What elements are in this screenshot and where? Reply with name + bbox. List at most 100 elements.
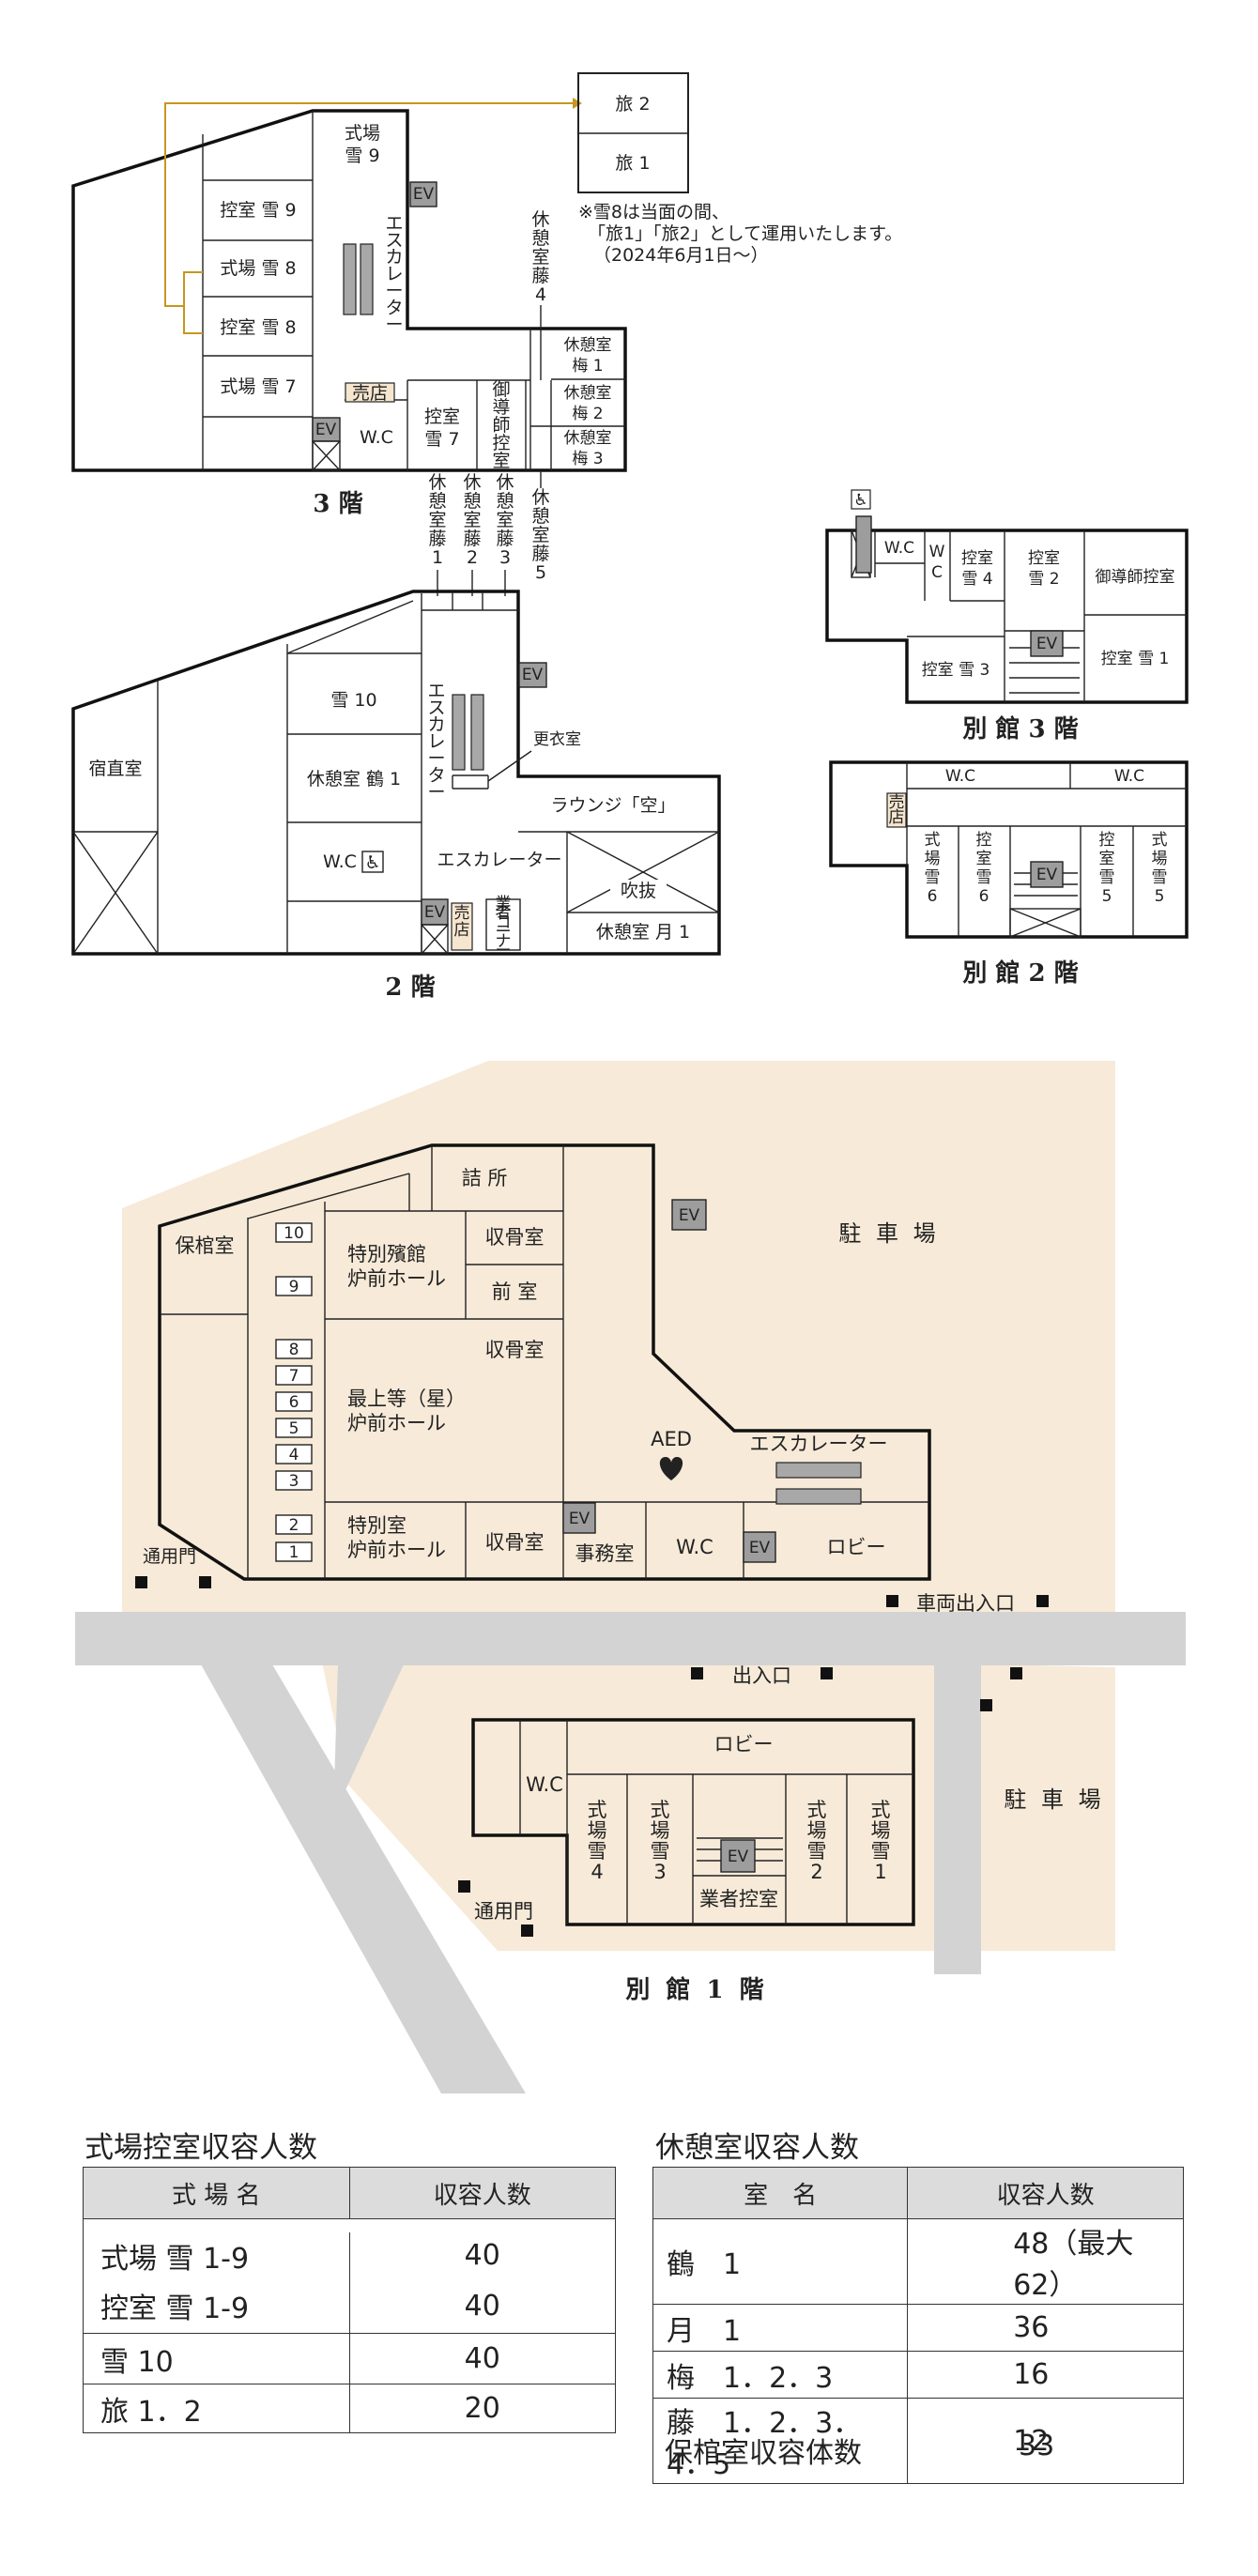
room-hikae1: 控室 雪 1 — [1101, 650, 1170, 668]
table-cell: 40 — [348, 2278, 616, 2334]
escalator-label: エスカレーター — [385, 213, 403, 335]
room-saijoto: 最上等（星）炉前ホール — [347, 1388, 466, 1434]
caption-annex2: 別 館 2 階 — [962, 958, 1078, 988]
room-shikijo9: 式場雪 9 — [345, 123, 380, 166]
ev-label: EV — [728, 1848, 749, 1866]
room-shukotsu-a: 収骨室 — [485, 1226, 545, 1249]
furnace-number: 6 — [289, 1393, 299, 1412]
furnace-box — [275, 1276, 313, 1296]
room-shukotsu-c: 収骨室 — [485, 1531, 545, 1554]
table-kyukei-title: 休憩室収容人数 — [655, 2131, 859, 2165]
room-lounge: ラウンジ「空」 — [550, 795, 675, 816]
ev-label: EV — [424, 903, 446, 922]
room-shikijo8: 式場 雪 8 — [220, 258, 296, 279]
hokan-capacity-label: 保棺室収容体数 — [665, 2437, 862, 2470]
furnace-box — [275, 1339, 313, 1359]
room-hikae8: 控室 雪 8 — [220, 317, 296, 338]
table-cell: 藤 1．2．3．4．5 — [652, 2398, 909, 2484]
floor-map-svg: EV EV 売店 式場雪 9 控室 雪 9 式場 雪 8 控室 雪 8 式場 雪… — [71, 72, 1189, 2093]
room-tsuru1: 休憩室 鶴 1 — [307, 769, 401, 790]
escalator-label: エスカレーター — [437, 850, 561, 870]
room-ume3: 休憩室梅 3 — [564, 429, 612, 468]
escalator-label: エスカレーター — [427, 681, 445, 803]
note-line-1: ※雪8は当面の間、 — [578, 202, 729, 222]
vehicle-entrance-label: 車両出入口 — [916, 1592, 1015, 1615]
furnace-number: 2 — [289, 1516, 299, 1535]
furnace-box — [275, 1444, 313, 1464]
wc-label: W.C — [884, 539, 914, 558]
room-tsumesho: 詰 所 — [462, 1167, 508, 1189]
table-cell: 控室 雪 1-9 — [83, 2278, 350, 2334]
room-zenshitsu: 前 室 — [492, 1280, 538, 1303]
room-koui: 更衣室 — [533, 730, 581, 749]
escalator-label: エスカレーター — [750, 1433, 888, 1455]
shop-label: 売店 — [454, 904, 470, 940]
table-cell: 36 — [907, 2304, 1184, 2352]
wc-label: W.C — [360, 427, 393, 448]
table-cell: 40 — [348, 2231, 616, 2279]
room-shukuchoku: 宿直室 — [88, 759, 142, 779]
room-hikae7: 控室雪 7 — [424, 406, 460, 450]
room-shukotsu-b: 収骨室 — [485, 1339, 545, 1361]
gate-label-annex1: 通用門 — [474, 1900, 533, 1923]
table-cell: 20 — [348, 2384, 616, 2433]
furnace-number: 9 — [289, 1278, 299, 1296]
wheelchair-icon: ♿ — [853, 491, 867, 510]
ev-label: EV — [1036, 866, 1058, 884]
table-cell: 48（最大62） — [907, 2218, 1184, 2305]
furnace-box — [275, 1222, 313, 1243]
furnace-number: 4 — [289, 1446, 299, 1464]
ev-label: EV — [679, 1206, 700, 1225]
ev-label: EV — [1036, 635, 1058, 653]
furnace-number: 7 — [289, 1367, 299, 1386]
room-jimusho: 事務室 — [575, 1542, 635, 1565]
parking-label-right: 駐 車 場 — [1004, 1786, 1104, 1813]
wc-label: W.C — [323, 851, 357, 872]
ev-label: EV — [522, 666, 544, 684]
caption-floor3: 3 階 — [313, 490, 362, 518]
aed-label: AED — [651, 1428, 692, 1450]
table-shikijo: 式 場 名 収容人数 式場 雪 1-9 40 控室 雪 1-9 40 雪 10 … — [83, 2167, 616, 2433]
room-ume1: 休憩室梅 1 — [564, 336, 612, 376]
parking-label-top: 駐 車 場 — [838, 1220, 939, 1247]
table-header: 収容人数 — [348, 2167, 616, 2219]
room-shikijo7: 式場 雪 7 — [220, 376, 296, 397]
gate-label-left: 通用門 — [143, 1546, 196, 1567]
furnace-box — [275, 1514, 313, 1535]
table-header: 室 名 — [652, 2167, 909, 2219]
aed-heart-icon — [659, 1457, 683, 1480]
wc-label-right: W.C — [1114, 767, 1144, 786]
room-tabi1: 旅 1 — [615, 153, 650, 174]
furnace-number: 5 — [289, 1419, 299, 1438]
furnace-box — [275, 1391, 313, 1412]
table-cell: 雪 10 — [83, 2333, 350, 2384]
room-gyosha: 業者コーナー — [496, 895, 512, 960]
floor-3: EV EV 売店 式場雪 9 控室 雪 9 式場 雪 8 控室 雪 8 式場 雪… — [71, 72, 902, 596]
caption-annex3: 別 館 3 階 — [962, 714, 1078, 744]
room-ume2: 休憩室梅 2 — [564, 384, 612, 423]
furnace-number: 10 — [284, 1224, 304, 1243]
furnace-box — [275, 1365, 313, 1386]
room-hikae9: 控室 雪 9 — [220, 200, 296, 221]
ev-label: EV — [315, 421, 337, 439]
table-cell: 12 — [907, 2398, 1184, 2484]
table-cell: 鶴 1 — [652, 2218, 909, 2305]
shop-label: 売店 — [889, 793, 905, 827]
table-cell: 16 — [907, 2351, 1184, 2399]
room-fukinuke: 吹抜 — [621, 881, 656, 901]
table-header: 式 場 名 — [83, 2167, 350, 2219]
room-tabi2: 旅 2 — [615, 94, 650, 115]
